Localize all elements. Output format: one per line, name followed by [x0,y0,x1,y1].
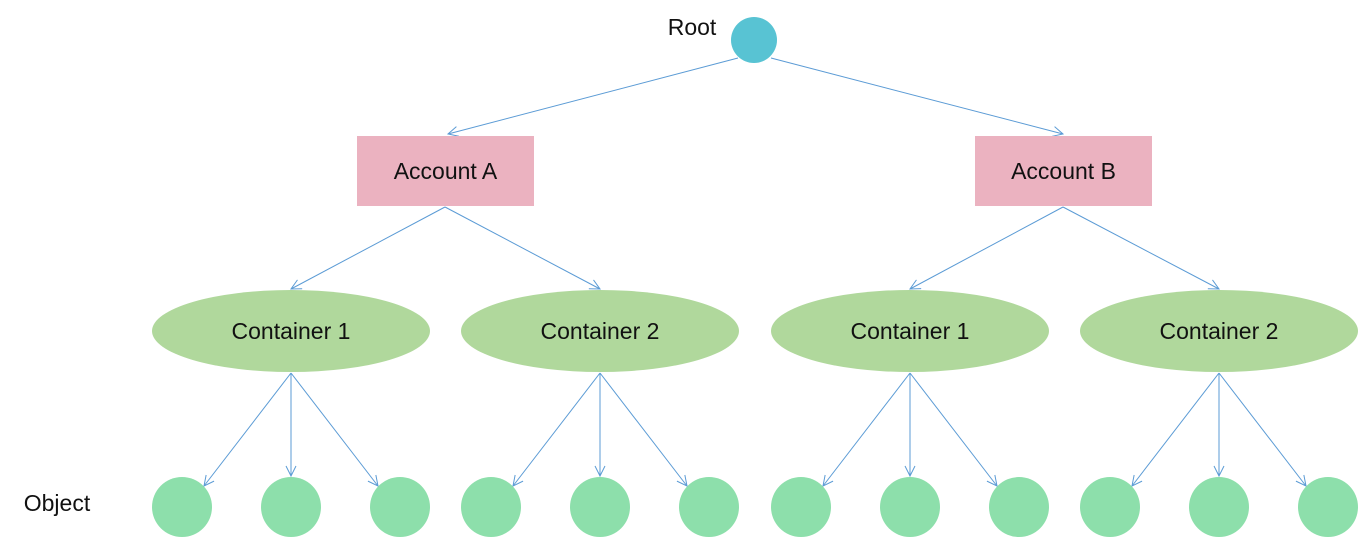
object-node [370,477,430,537]
account-node-a: Account A [357,136,534,206]
container-node-a2: Container 2 [461,290,739,372]
edges-layer [204,57,1306,486]
container-ellipse [771,290,1049,372]
edge-container-to-object [599,372,687,486]
account-node-b: Account B [975,136,1152,206]
container-node-a1: Container 1 [152,290,430,372]
container-label: Container 2 [1160,318,1279,344]
edge-root-to-account [770,57,1063,134]
edge-container-to-object [909,372,997,486]
container-node-b2: Container 2 [1080,290,1358,372]
object-node [679,477,739,537]
objects-row-label: Object [24,490,91,516]
edge-container-to-object [1218,372,1306,486]
container-label: Container 1 [232,318,351,344]
container-ellipse [1080,290,1358,372]
container-ellipse [152,290,430,372]
object-node [261,477,321,537]
account-label: Account B [1011,158,1116,184]
edge-container-to-object [513,372,601,486]
object-node [1298,477,1358,537]
account-box [975,136,1152,206]
edge-account-to-container [1062,206,1219,289]
object-node [989,477,1049,537]
object-node [152,477,212,537]
container-label: Container 1 [851,318,970,344]
object-node [880,477,940,537]
root-label: Root [668,14,717,40]
edge-root-to-account [448,57,739,134]
account-box [357,136,534,206]
objects-layer [152,477,1358,537]
root-circle [731,17,777,63]
object-node [570,477,630,537]
container-label: Container 2 [541,318,660,344]
object-node [461,477,521,537]
edge-container-to-object [1132,372,1220,486]
edge-account-to-container [910,206,1064,289]
root-node: Root [668,14,777,63]
edge-account-to-container [444,206,600,289]
object-node [1189,477,1249,537]
edge-container-to-object [204,372,292,486]
object-node [771,477,831,537]
edge-container-to-object [823,372,911,486]
container-ellipse [461,290,739,372]
container-node-b1: Container 1 [771,290,1049,372]
object-node [1080,477,1140,537]
edge-account-to-container [291,206,446,289]
account-label: Account A [394,158,498,184]
edge-container-to-object [290,372,378,486]
